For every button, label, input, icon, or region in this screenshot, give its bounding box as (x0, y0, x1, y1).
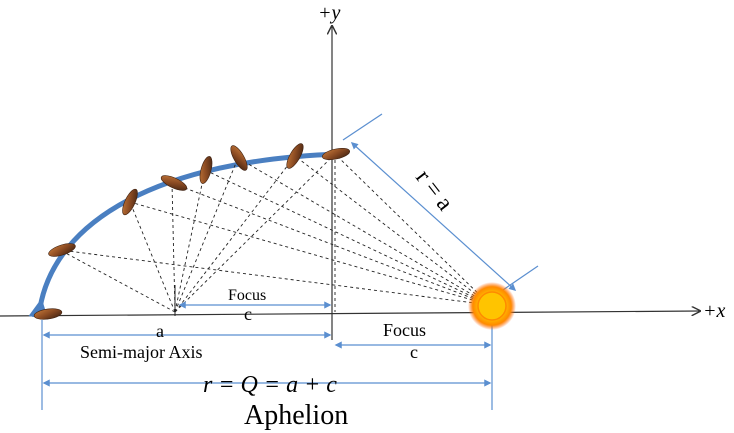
c-right-label: c (410, 342, 418, 362)
planet-icon (122, 188, 138, 216)
x-axis-label: +x (703, 300, 725, 322)
c-left-label: c (244, 304, 252, 324)
planet-icon (33, 308, 63, 320)
aphelion-title: Aphelion (244, 400, 348, 431)
x-axis (0, 311, 700, 317)
orbit-arc (28, 151, 341, 320)
planet-icon (199, 156, 213, 184)
focus-left-label: Focus (228, 287, 266, 304)
semi-major-axis-label: Semi-major Axis (80, 342, 203, 362)
a-label: a (156, 321, 164, 341)
planet-icon (286, 143, 304, 169)
aphelion-formula: r = Q = a + c (203, 372, 337, 398)
planet-icon (230, 145, 248, 171)
focus-lines-left (59, 153, 336, 313)
focus-right-label: Focus (383, 320, 426, 340)
planet-icon (321, 148, 351, 160)
planet-icon (160, 175, 188, 191)
planets (33, 143, 351, 320)
sun-icon (468, 282, 516, 330)
r-equals-a-label: r = a (410, 165, 458, 216)
planet-icon (48, 243, 76, 257)
y-axis-label: +y (318, 2, 340, 24)
